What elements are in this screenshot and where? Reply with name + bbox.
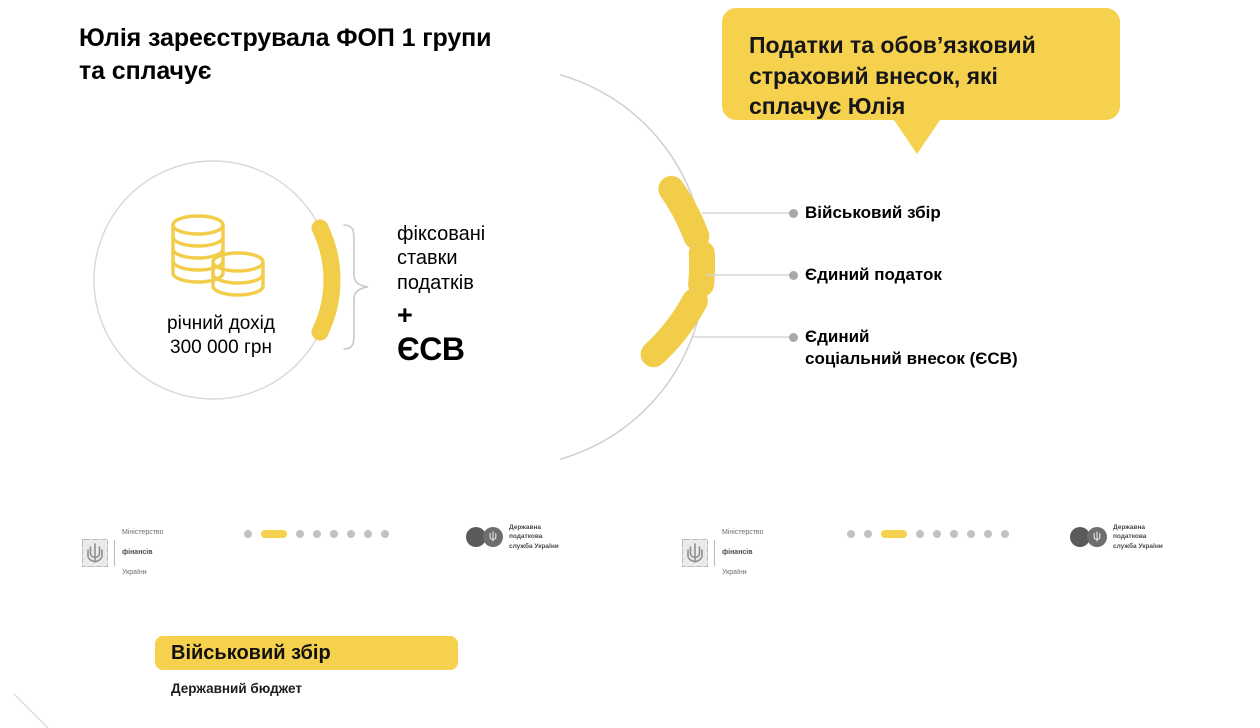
taxes-banner-text: Податки та обов’язковий страховий внесок… (749, 32, 1036, 120)
income-circle-diagram: річний дохід 300 000 грн фіксовані ставк… (86, 160, 606, 420)
ministry-logo-text: Міністерство фінансів України (122, 518, 163, 588)
tax-service-logo: Державна податкова служба України (466, 523, 559, 551)
logo-divider (114, 539, 115, 566)
next-slide-chip: Військовий збір (155, 636, 458, 670)
footer-left: Міністерство фінансів України (82, 518, 572, 576)
taxes-circle-outline (560, 73, 706, 461)
pagination-dot[interactable] (967, 530, 975, 538)
pagination-dot[interactable] (364, 530, 372, 538)
legend-label-single-tax: Єдиний податок (805, 265, 942, 284)
pagination-dot[interactable] (950, 530, 958, 538)
banner-shape (722, 8, 1120, 154)
tax-service-emblem-icon (466, 527, 503, 548)
trident-emblem-icon (82, 538, 108, 567)
arc-segment-single-tax (688, 240, 716, 298)
pagination-dot[interactable] (313, 530, 321, 538)
tax-service-emblem-icon (1070, 527, 1107, 548)
ministry-line-3: України (722, 568, 747, 576)
trident-emblem-icon (682, 538, 708, 567)
tax-note-plus: + (397, 300, 413, 331)
pagination-dot[interactable] (847, 530, 855, 538)
tax-service-logo-text: Державна податкова служба України (1113, 524, 1163, 550)
pagination-dot[interactable] (933, 530, 941, 538)
ministry-line-2: фінансів (122, 548, 153, 556)
taxes-donut-graphic (560, 73, 789, 461)
logo-divider (714, 539, 715, 566)
ministry-logo-text: Міністерство фінансів України (722, 518, 763, 588)
taxes-donut-diagram: Військовий збір Єдиний податок Єдиний со… (560, 60, 1180, 480)
pagination-dot[interactable] (984, 530, 992, 538)
coins-stack-icon (171, 214, 265, 297)
ministry-line-3: України (122, 568, 147, 576)
pagination-dot[interactable] (864, 530, 872, 538)
pagination-dot[interactable] (347, 530, 355, 538)
pagination-dot-active[interactable] (261, 530, 287, 538)
next-slide-chip-label: Військовий збір (171, 641, 331, 664)
taxes-banner: Податки та обов’язковий страховий внесок… (722, 8, 1120, 158)
arc-segment-esv (640, 288, 708, 368)
income-arc-segment (311, 219, 341, 341)
arc-segment-military-levy (658, 175, 710, 250)
ministry-of-finance-logo: Міністерство фінансів України (82, 518, 163, 588)
legend-label-military-levy: Військовий збір (805, 203, 941, 222)
pagination-dot[interactable] (330, 530, 338, 538)
pagination-dot-active[interactable] (881, 530, 907, 538)
tax-service-logo: Державна податкова служба України (1070, 523, 1163, 551)
legend-bullet-1 (789, 208, 798, 218)
tax-note-lines: фіксовані ставки податків (397, 223, 486, 294)
pagination-dot[interactable] (916, 530, 924, 538)
ministry-of-finance-logo: Міністерство фінансів України (682, 518, 763, 588)
income-circle-graphic (93, 160, 341, 400)
ministry-line-2: фінансів (722, 548, 753, 556)
legend-label-esv: Єдиний соціальний внесок (ЄСВ) (805, 327, 1018, 369)
ministry-line-1: Міністерство (122, 528, 164, 536)
curly-brace-icon (343, 224, 369, 350)
tax-service-logo-text: Державна податкова служба України (509, 524, 559, 550)
pagination-dot[interactable] (244, 530, 252, 538)
income-circle-caption: річний дохід 300 000 грн (167, 313, 275, 359)
page-title: Юлія зареєструвала ФОП 1 групи та сплачу… (79, 24, 492, 85)
tax-note-block: фіксовані ставки податків + ЄСВ (397, 222, 597, 366)
pagination-dot[interactable] (381, 530, 389, 538)
next-slide-subtitle: Державний бюджет (171, 681, 302, 696)
ministry-line-1: Міністерство (722, 528, 764, 536)
legend-bullet-2 (789, 270, 798, 280)
pagination-left[interactable] (244, 530, 389, 538)
footer-right: Міністерство фінансів України (682, 518, 1182, 576)
tax-note-esv: ЄСВ (397, 330, 465, 367)
pagination-dot[interactable] (296, 530, 304, 538)
legend-bullet-3 (789, 332, 798, 342)
pagination-dot[interactable] (1001, 530, 1009, 538)
pagination-right[interactable] (847, 530, 1009, 538)
corner-decoration-line (13, 693, 49, 728)
